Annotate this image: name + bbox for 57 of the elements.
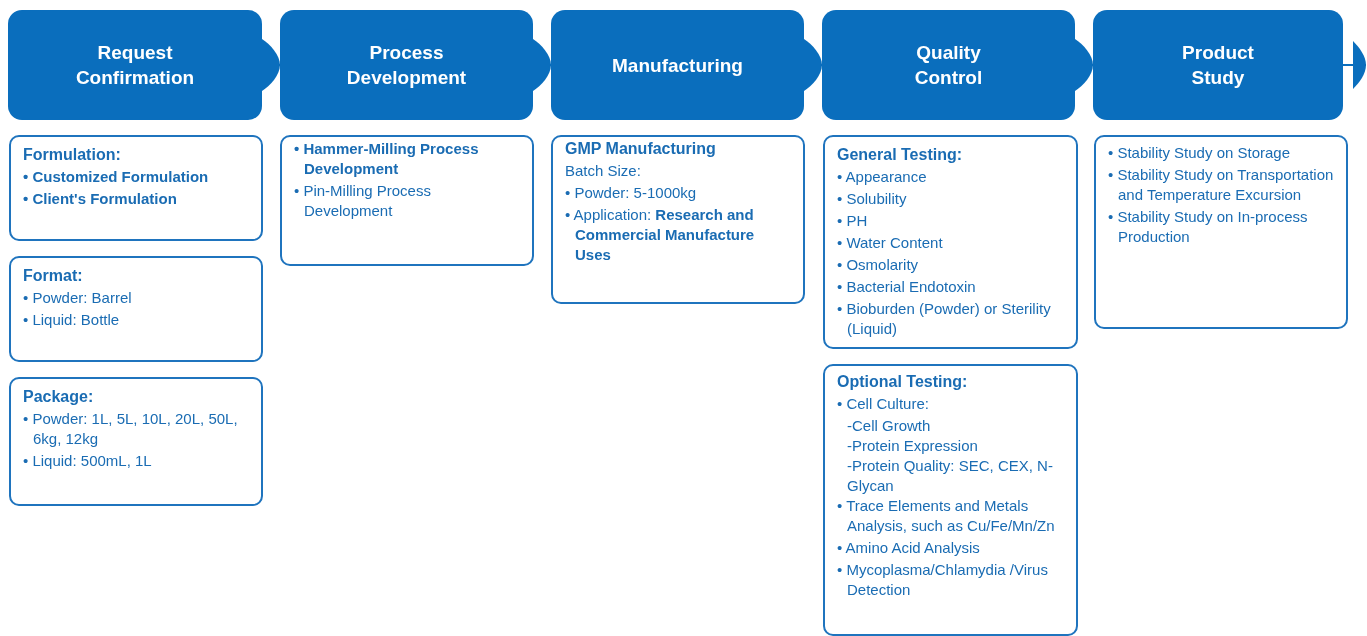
info-card [280,135,534,266]
list-item: • Osmolarity [837,255,920,275]
list-item: • Hammer-Milling Process Development [294,139,480,179]
list-item: • Stability Study on Transportation and Temperature Excursion [1108,165,1335,205]
stage-header [551,10,804,120]
info-card [823,135,1078,349]
list-item: • Solubility [837,189,908,209]
list-item: • Amino Acid Analysis [837,538,981,558]
stage-title: Process Development [345,41,468,90]
list-item: • Stability Study on In-process Production [1108,207,1309,247]
list-item: • Trace Elements and Metals Analysis, such as Cu/Fe/Mn/Zn [837,496,1056,536]
list-item: • Water Content [837,233,944,253]
list-item: • Stability Study on Storage [1108,143,1292,163]
list-item: • Powder: Barrel [23,288,133,308]
list-item: • Appearance [837,167,928,187]
info-card [9,135,263,241]
list-item: • Cell Culture: [837,394,930,414]
list-item: • PH [837,211,869,231]
step-connector [532,39,552,91]
list-item: • Application: Research and Commercial Manufacture Uses [565,205,756,265]
list-item: • Liquid: Bottle [23,310,121,330]
list-item: • Bioburden (Powder) or Sterility (Liquid) [837,299,1052,339]
card-heading: General Testing: [837,145,964,165]
list-item: • Customized Formulation [23,167,210,187]
info-card [9,256,263,362]
step-connector [803,39,823,91]
stage-header [1093,10,1343,120]
info-card [551,135,805,304]
list-item: • Powder: 5-1000kg [565,183,698,203]
list-item: • Powder: 1L, 5L, 10L, 20L, 50L, 6kg, 12kg [23,409,239,449]
list-item: • Liquid: 500mL, 1L [23,451,153,471]
list-item: • Bacterial Endotoxin [837,277,977,297]
card-heading: Formulation: [23,145,122,165]
info-card [823,364,1078,636]
card-heading: Package: [23,387,95,407]
step-connector [1342,41,1367,89]
info-card [1094,135,1348,329]
list-item: • Mycoplasma/Chlamydia /Virus Detection [837,560,1049,600]
step-connector [1074,39,1094,91]
stage-title: Request Confirmation [74,41,196,90]
card-heading: Format: [23,266,84,286]
stage-title: Quality Control [913,41,984,90]
sub-item: -Protein Expression [846,436,979,456]
sub-item: -Protein Quality: SEC, CEX, N-Glycan [846,456,1054,496]
card-heading: Optional Testing: [837,372,969,392]
stage-title: Product Study [1181,41,1255,90]
stage-header [8,10,262,120]
stage-header [280,10,533,120]
stage-header [822,10,1075,120]
stage-title: Manufacturing [611,53,744,78]
step-connector [261,39,281,91]
sub-item: -Cell Growth [846,416,932,436]
list-item: • Client's Formulation [23,189,178,209]
info-card [9,377,263,506]
card-text: Batch Size: [565,161,642,181]
card-heading: GMP Manufacturing [565,139,717,159]
list-item: • Pin-Milling Process Development [294,181,432,221]
